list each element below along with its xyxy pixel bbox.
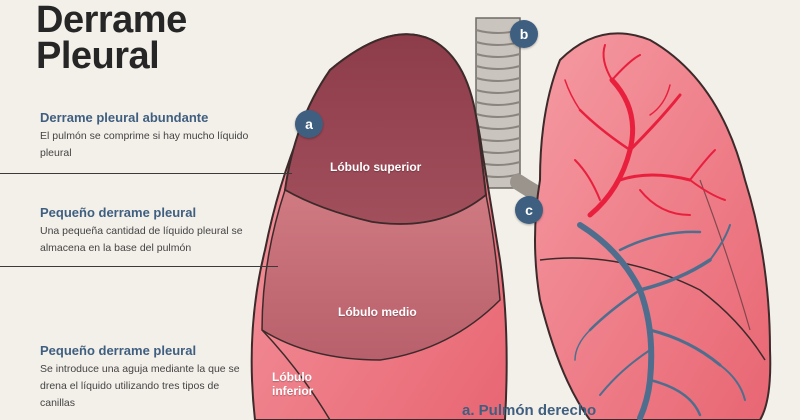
title-line-1: Derrame xyxy=(36,0,187,41)
pulmonary-arteries xyxy=(564,44,726,218)
note-heading: Derrame pleural abundante xyxy=(40,110,209,125)
note-text: Se introduce una aguja mediante la que s… xyxy=(40,363,240,409)
page-title: Derrame Pleural xyxy=(36,0,187,77)
note-heading: Pequeño derrame pleural xyxy=(40,205,197,220)
marker-a: a xyxy=(295,110,323,138)
middle-lobe xyxy=(261,188,501,361)
label-upper-lobe: Lóbulo superior xyxy=(330,160,422,174)
note-small-effusion: Pequeño derrame pleural Una pequeña cant… xyxy=(40,205,280,257)
label-lower-lobe: Lóbulo inferior xyxy=(272,370,314,398)
connector-line-2 xyxy=(0,266,278,267)
figure-caption: a. Pulmón derecho xyxy=(462,402,597,419)
note-text: El pulmón se comprime si hay mucho líqui… xyxy=(40,130,249,159)
note-drainage: Pequeño derrame pleural Se introduce una… xyxy=(40,343,240,412)
marker-b: b xyxy=(510,20,538,48)
connector-line-1 xyxy=(0,173,292,174)
note-heading: Pequeño derrame pleural xyxy=(40,343,197,358)
note-text: Una pequeña cantidad de líquido pleural … xyxy=(40,225,243,254)
marker-c: c xyxy=(515,196,543,224)
title-line-2: Pleural xyxy=(36,35,160,77)
right-lung xyxy=(250,33,508,420)
note-large-effusion: Derrame pleural abundante El pulmón se c… xyxy=(40,110,280,162)
pulmonary-veins xyxy=(574,222,746,420)
label-middle-lobe: Lóbulo medio xyxy=(338,305,417,319)
left-lung xyxy=(534,32,772,420)
